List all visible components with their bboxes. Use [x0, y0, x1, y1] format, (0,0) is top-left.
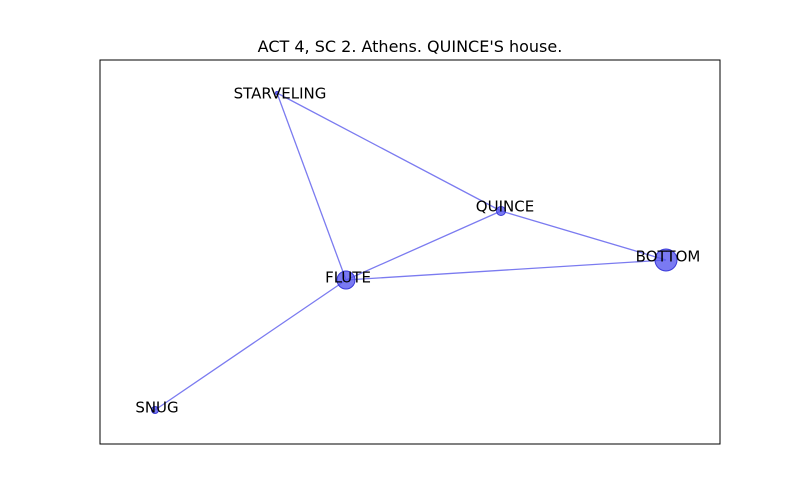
- node-quince: [496, 206, 506, 216]
- label-starveling: STARVELING: [234, 85, 327, 103]
- label-bottom: BOTTOM: [636, 248, 701, 266]
- edge-starveling-flute: [276, 92, 347, 281]
- label-flute: FLUTE: [325, 269, 371, 287]
- label-quince: QUINCE: [476, 198, 534, 216]
- edges: [154, 92, 667, 411]
- label-snug: SNUG: [135, 399, 178, 417]
- node-snug: [151, 406, 159, 414]
- edge-flute-bottom: [345, 259, 667, 281]
- node-starveling: [275, 91, 279, 95]
- plot-frame: [99, 59, 721, 445]
- nodes: [151, 91, 678, 414]
- node-flute: [336, 270, 356, 290]
- node-labels: STARVELING QUINCE BOTTOM FLUTE SNUG: [135, 85, 700, 417]
- node-bottom: [654, 248, 678, 272]
- diagram-title: ACT 4, SC 2. Athens. QUINCE'S house.: [258, 37, 563, 56]
- edge-flute-snug: [154, 279, 347, 411]
- edge-quince-bottom: [500, 210, 667, 261]
- edge-quince-flute: [345, 210, 502, 281]
- edge-starveling-quince: [276, 92, 502, 212]
